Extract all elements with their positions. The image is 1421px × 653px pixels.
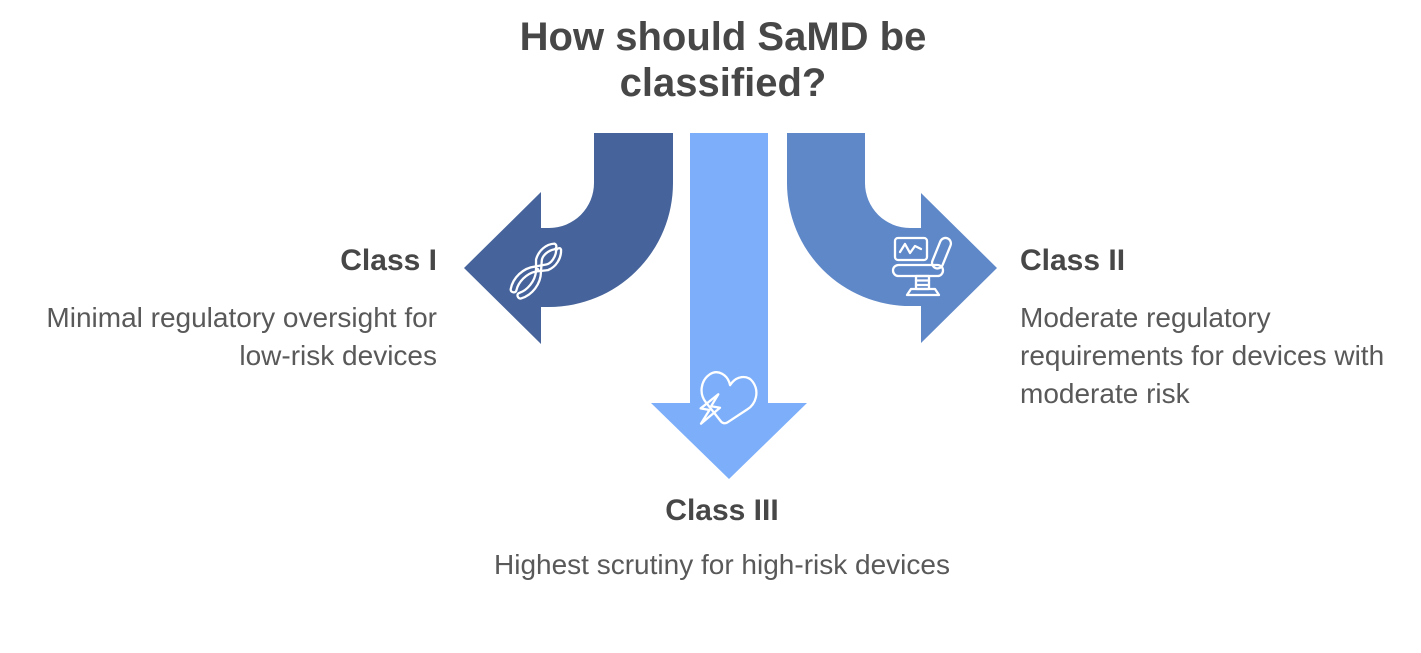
class2-label: Class II (1020, 244, 1126, 277)
class3-description: Highest scrutiny for high-risk devices (494, 549, 950, 580)
class3-arrow (651, 133, 807, 479)
pliers-icon (509, 242, 563, 300)
class2-description: Moderate regulatory requirements for dev… (1020, 302, 1385, 409)
class2-arrow (787, 133, 997, 343)
class1-description: Minimal regulatory oversight for low-ris… (46, 302, 437, 371)
heart-lightning-icon (699, 371, 758, 425)
diagram-title: How should SaMD be classified? (519, 15, 927, 105)
class3-label: Class III (665, 494, 779, 527)
class1-label: Class I (340, 244, 437, 277)
exam-chair-icon (891, 236, 953, 297)
class1-arrow (464, 133, 673, 344)
